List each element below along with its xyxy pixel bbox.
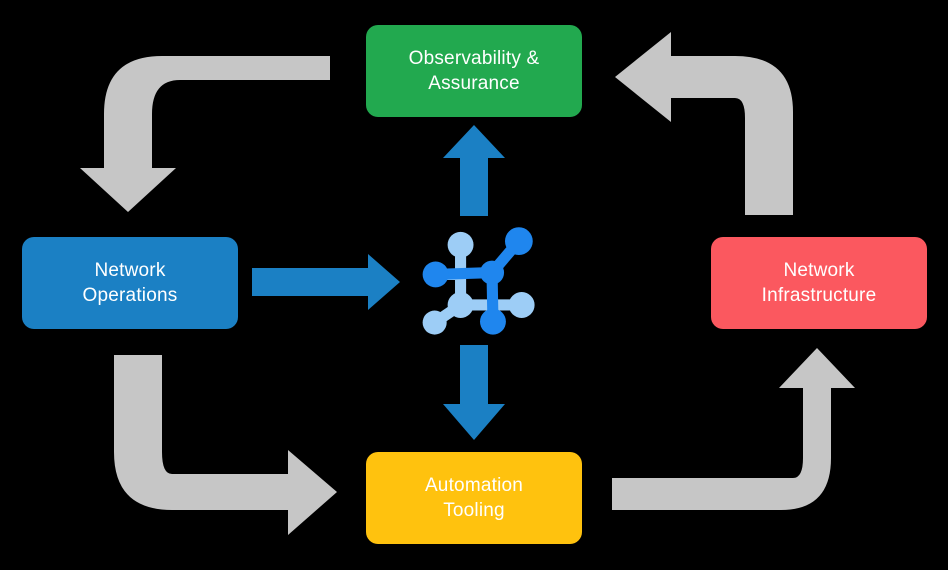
topology-node-center-right	[480, 260, 505, 285]
topology-node-mid-left	[447, 292, 474, 318]
arrow-center-to-automation	[443, 345, 505, 440]
arrow-operations-to-automation	[114, 355, 337, 535]
topology-node-top-right	[504, 227, 533, 256]
arrow-observability-to-operations	[80, 56, 330, 212]
arrow-automation-to-infrastructure	[612, 348, 855, 510]
network-topology-icon	[422, 227, 535, 335]
arrow-center-to-observability	[443, 125, 505, 216]
arrow-infrastructure-to-observability	[615, 32, 793, 215]
node-box-automation-tooling-label: Automation Tooling	[424, 474, 524, 521]
node-box-network-operations[interactable]: Network Operations	[22, 237, 238, 329]
topology-node-bottom-left	[422, 310, 447, 335]
arrow-operations-to-center	[252, 254, 400, 310]
node-box-automation-tooling[interactable]: Automation Tooling	[366, 452, 582, 544]
topology-node-top-left	[447, 231, 474, 258]
node-box-network-infrastructure-label: Network Infrastructure	[761, 259, 877, 306]
topology-node-left	[422, 261, 449, 288]
node-box-observability-label: Observability & Assurance	[408, 47, 540, 94]
node-box-observability[interactable]: Observability & Assurance	[366, 25, 582, 117]
topology-node-right	[508, 292, 535, 318]
topology-nodes	[422, 227, 535, 335]
topology-node-bottom	[480, 308, 506, 335]
node-box-network-operations-label: Network Operations	[82, 259, 178, 306]
node-box-network-infrastructure[interactable]: Network Infrastructure	[711, 237, 927, 329]
